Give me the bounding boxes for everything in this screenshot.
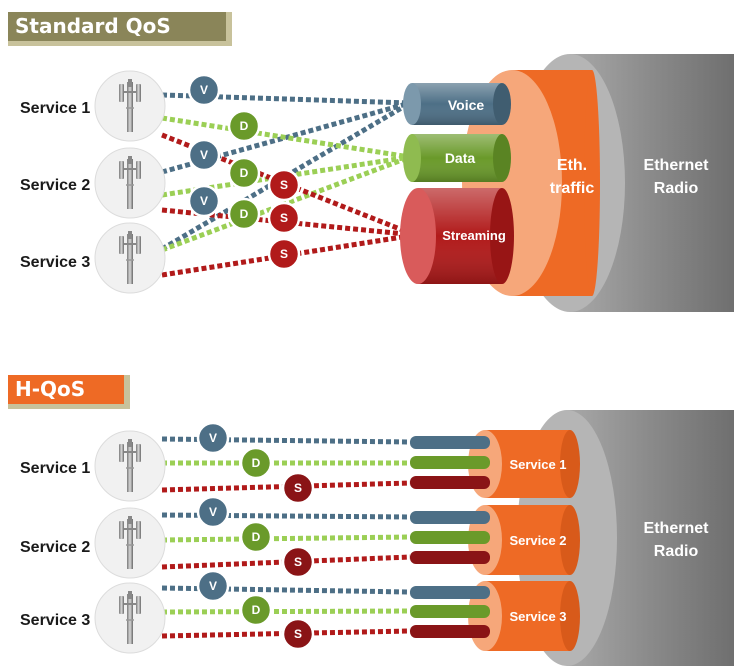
top-radio-label-line2: Radio — [654, 180, 699, 197]
standard-qos-title-banner: Standard QoS — [8, 12, 232, 46]
top-tower-3-icon — [94, 222, 166, 294]
top-data-badge-2 — [227, 156, 261, 190]
top-streaming-badge-1 — [267, 168, 301, 202]
top-service-1-label: Service 1 — [20, 100, 91, 117]
top-voice-badge-1-text: V — [200, 83, 208, 97]
top-streaming-label: Streaming — [442, 228, 506, 243]
bottom-class-tubes — [410, 436, 490, 638]
top-voice-badge-2 — [187, 138, 221, 172]
top-streaming-badge-3 — [267, 237, 301, 271]
bottom-pipe-1-label: Service 1 — [509, 457, 566, 472]
top-streaming-badge-2 — [267, 201, 301, 235]
top-badges — [187, 73, 301, 271]
top-voice-label: Voice — [448, 97, 485, 113]
top-data-tube — [403, 134, 511, 182]
bottom-service-2-label: Service 2 — [20, 539, 91, 556]
top-data-label: Data — [445, 150, 476, 166]
top-voice-badge-3-text: V — [200, 194, 208, 208]
bottom-voice-badge-3-text: V — [209, 579, 217, 593]
top-streaming-badge-2-text: S — [280, 211, 288, 225]
bottom-tower-3-icon — [94, 582, 166, 654]
top-service-3-label: Service 3 — [20, 254, 91, 271]
bottom-streaming-badge-3-text: S — [294, 627, 302, 641]
top-voice-badge-2-text: V — [200, 148, 208, 162]
top-radio-label-line1: Ethernet — [644, 157, 710, 174]
top-voice-tube — [403, 83, 511, 125]
top-data-badge-1-text: D — [240, 119, 249, 133]
top-streaming-badge-1-text: S — [280, 178, 288, 192]
bottom-tower-2-icon — [94, 507, 166, 579]
top-data-badge-1 — [227, 109, 261, 143]
bottom-voice-badge-1-text: V — [209, 431, 217, 445]
top-data-badge-3 — [227, 197, 261, 231]
top-voice-badge-3 — [187, 184, 221, 218]
hqos-title-banner: H-QoS — [8, 375, 130, 409]
top-tower-2-icon — [94, 147, 166, 219]
bottom-flows — [161, 436, 411, 639]
bottom-streaming-badge-2-text: S — [294, 555, 302, 569]
bottom-voice-badge-2-text: V — [209, 505, 217, 519]
top-streaming-tube — [400, 188, 514, 284]
bottom-pipe-2-label: Service 2 — [509, 533, 566, 548]
bottom-service-1-label: Service 1 — [20, 460, 91, 477]
bottom-radio-label-line1: Ethernet — [644, 520, 710, 537]
bottom-data-badge-3-text: D — [252, 603, 261, 617]
bottom-service-3-pipe — [468, 581, 580, 651]
bottom-data-badge-2-text: D — [252, 530, 261, 544]
bottom-streaming-badge-1-text: S — [294, 481, 302, 495]
bottom-tower-1-icon — [94, 430, 166, 502]
top-data-badge-3-text: D — [240, 207, 249, 221]
top-streaming-badge-3-text: S — [280, 247, 288, 261]
bottom-data-badge-1-text: D — [252, 456, 261, 470]
top-eth-label-line1: Eth. — [557, 157, 587, 174]
hqos-title: H-QoS — [8, 375, 124, 404]
top-tower-1-icon — [94, 70, 166, 142]
bottom-badges — [196, 421, 315, 651]
bottom-pipe-3-label: Service 3 — [509, 609, 566, 624]
top-service-2-label: Service 2 — [20, 177, 91, 194]
bottom-service-3-label: Service 3 — [20, 612, 91, 629]
top-eth-label-line2: traffic — [550, 180, 595, 197]
top-voice-badge-1 — [187, 73, 221, 107]
standard-qos-title: Standard QoS — [8, 12, 226, 41]
top-data-badge-2-text: D — [240, 166, 249, 180]
bottom-radio-label-line2: Radio — [654, 543, 699, 560]
